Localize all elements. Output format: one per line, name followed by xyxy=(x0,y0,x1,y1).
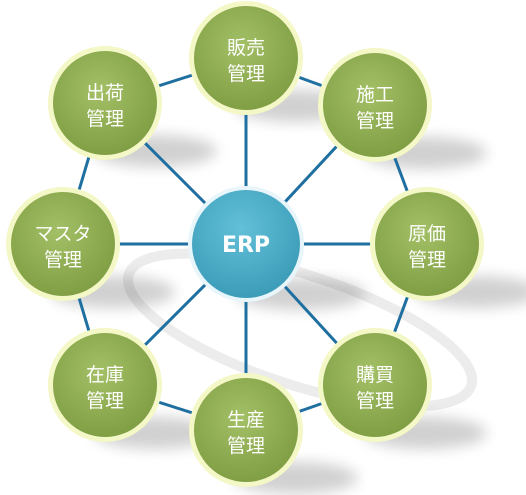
module-label-line1: 販売 xyxy=(227,37,265,59)
module-label-line2: 管理 xyxy=(356,110,394,132)
module-label-line2: 管理 xyxy=(408,249,446,271)
module-label-line1: 生産 xyxy=(227,409,265,431)
module-node-circle xyxy=(53,333,157,437)
module-label-line1: 購買 xyxy=(356,364,394,386)
module-node-circle xyxy=(375,192,479,296)
module-node-circle xyxy=(194,378,298,482)
module-label-line2: 管理 xyxy=(86,108,124,130)
erp-node xyxy=(192,190,300,298)
module-node-circle xyxy=(323,333,427,437)
module-label-line1: 施工 xyxy=(356,84,394,106)
module-label-line1: 原価 xyxy=(408,223,446,245)
module-label-line1: 出荷 xyxy=(86,82,124,104)
floor-reflection xyxy=(122,248,478,412)
module-label-line1: 在庫 xyxy=(86,364,124,386)
module-label-line2: 管理 xyxy=(86,390,124,412)
module-label-line2: 管理 xyxy=(227,63,265,85)
module-node-circle xyxy=(11,192,115,296)
module-node-circle xyxy=(323,53,427,157)
module-node-circle xyxy=(194,6,298,110)
module-label-line1: マスタ xyxy=(34,223,91,245)
erp-label: ERP xyxy=(222,233,270,258)
module-label-line2: 管理 xyxy=(356,390,394,412)
module-node-circle xyxy=(53,51,157,155)
module-label-line2: 管理 xyxy=(44,249,82,271)
module-label-line2: 管理 xyxy=(227,435,265,457)
